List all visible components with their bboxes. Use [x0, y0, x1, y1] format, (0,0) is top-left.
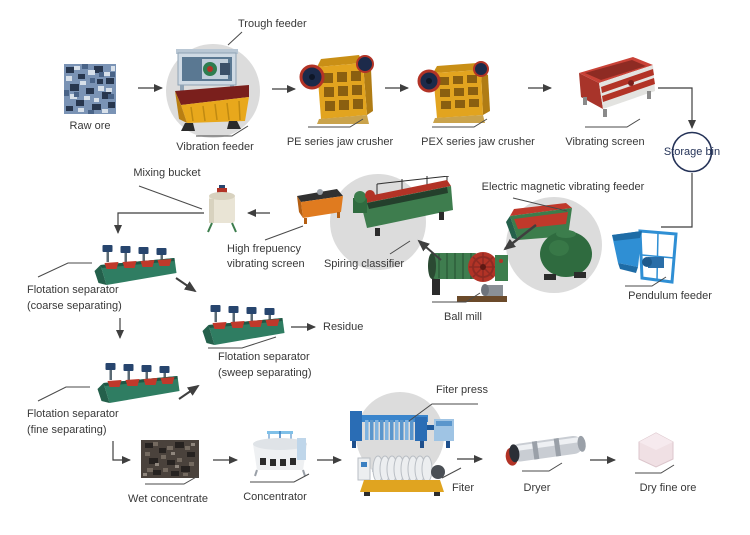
pe-jaw-crusher-image — [299, 49, 375, 127]
high-frequency-vibrating-screen-image — [293, 184, 347, 226]
vibration-feeder-image — [171, 83, 253, 133]
storage-bin-label: Storage bin — [663, 146, 721, 158]
elbow-finelabel-to-wetconcentrate — [112, 441, 131, 464]
flotation-fine-label-line1: Flotation separator — [27, 408, 119, 420]
storage-bin-circle — [671, 131, 713, 173]
dryer-label: Dryer — [523, 482, 551, 494]
vibration-feeder-label: Vibration feeder — [176, 141, 254, 153]
spiring-classifier-label: Spiring classifier — [323, 258, 405, 270]
mixing-bucket-label: Mixing bucket — [133, 167, 201, 179]
leader-flotation-fine — [37, 386, 90, 402]
hf-screen-label: High frepuency vibrating screen — [227, 242, 305, 272]
electric-magnetic-vibrating-feeder-image — [504, 202, 600, 282]
ball-mill-image — [427, 239, 511, 305]
concentrator-label: Concentrator — [243, 491, 307, 503]
filter-press-label: Fiter press — [436, 384, 488, 396]
vibrating-screen-image — [569, 55, 657, 121]
flotation-coarse-label-line2: (coarse separating) — [27, 300, 122, 312]
flotation-fine-label-line2: (fine separating) — [27, 424, 107, 436]
ball-mill-label: Ball mill — [444, 311, 482, 323]
filter-label: Fiter — [452, 482, 474, 494]
spiring-classifier-image — [347, 176, 457, 240]
leader-trough-feeder — [227, 31, 243, 46]
flotation-coarse-label: Flotation separator (coarse separating) — [27, 282, 122, 314]
flotation-sweep-label-line2: (sweep separating) — [218, 367, 312, 379]
flotation-separator-fine-image — [97, 359, 184, 407]
flotation-fine-label: Flotation separator (fine separating) — [27, 406, 119, 438]
flotation-coarse-label-line1: Flotation separator — [27, 284, 119, 296]
raw-ore-image — [64, 64, 116, 114]
pendulum-feeder-label: Pendulum feeder — [628, 290, 712, 302]
residue-label: Residue — [323, 321, 364, 333]
elbow-mixingbucket-to-coarseflotation — [114, 212, 204, 234]
flotation-separator-coarse-image — [94, 241, 181, 289]
trough-feeder-image — [176, 47, 238, 93]
pendulum-feeder-image — [606, 225, 684, 287]
wet-concentrate-label: Wet concentrate — [128, 493, 208, 505]
dry-fine-ore-image — [636, 432, 676, 468]
dryer-image — [501, 428, 589, 470]
elbow-storagebin-to-pendulumfeeder — [661, 173, 693, 228]
leader-flotation-coarse — [37, 262, 92, 278]
pex-jaw-crusher-label: PEX series jaw crusher — [421, 136, 535, 148]
leader-hf-screen — [264, 225, 304, 241]
pex-jaw-crusher-image — [417, 57, 491, 125]
elbow-screen-to-storagebin — [658, 87, 696, 129]
dry-fine-ore-label: Dry fine ore — [639, 482, 697, 494]
disc-filter-image — [356, 450, 448, 496]
trough-feeder-label: Trough feeder — [238, 18, 307, 30]
filter-press-image — [348, 405, 456, 451]
hf-screen-label-line1: High frepuency — [227, 243, 301, 255]
pe-jaw-crusher-label: PE series jaw crusher — [286, 136, 394, 148]
flotation-sweep-label-line1: Flotation separator — [218, 351, 310, 363]
leader-mixing-bucket — [138, 185, 203, 210]
flotation-sweep-label: Flotation separator (sweep separating) — [218, 349, 312, 381]
flotation-separator-sweep-image — [202, 301, 289, 349]
emv-feeder-label: Electric magnetic vibrating feeder — [481, 181, 645, 193]
raw-ore-label: Raw ore — [69, 120, 111, 132]
hf-screen-label-line2: vibrating screen — [227, 258, 305, 270]
mixing-bucket-image — [203, 185, 241, 233]
wet-concentrate-image — [141, 440, 199, 478]
concentrator-image — [247, 430, 313, 478]
vibrating-screen-label: Vibrating screen — [565, 136, 645, 148]
